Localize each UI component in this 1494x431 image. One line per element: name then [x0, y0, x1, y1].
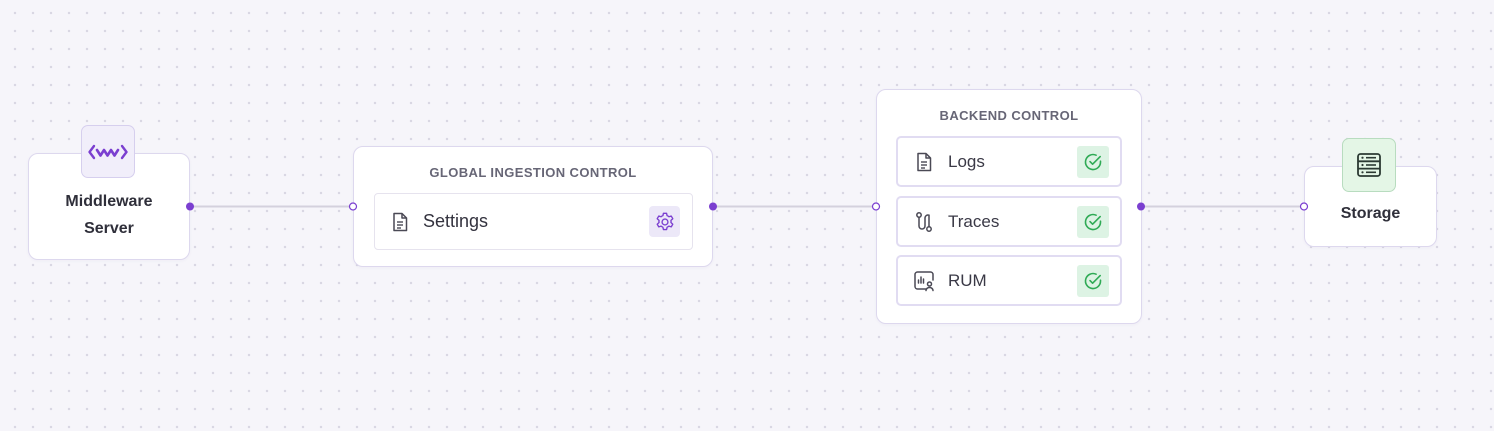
gear-icon[interactable] — [649, 206, 680, 237]
middleware-server-label: Middleware Server — [28, 188, 190, 242]
global-ingestion-title: GLOBAL INGESTION CONTROL — [429, 165, 637, 180]
backend-output-handle[interactable] — [1137, 202, 1145, 211]
storage-input-handle[interactable] — [1299, 202, 1309, 211]
backend-control-title: BACKEND CONTROL — [939, 108, 1079, 123]
check-circle-icon — [1077, 264, 1109, 297]
document-icon — [389, 211, 411, 233]
backend-item-label: Logs — [948, 151, 985, 171]
middleware-logo-icon — [81, 125, 135, 178]
storage-label: Storage — [1340, 205, 1401, 222]
storage-node[interactable] — [1304, 166, 1437, 247]
backend-item-label: Traces — [948, 211, 1000, 231]
backend-item-logs[interactable]: Logs — [896, 136, 1122, 187]
source-label-line2: Server — [84, 220, 134, 237]
backend-input-handle[interactable] — [871, 202, 881, 211]
check-circle-icon — [1077, 145, 1109, 178]
global-input-handle[interactable] — [348, 202, 358, 211]
route-icon — [913, 211, 935, 233]
backend-item-traces[interactable]: Traces — [896, 196, 1122, 247]
rum-monitor-icon — [913, 270, 935, 292]
source-label-line1: Middleware — [65, 193, 153, 210]
check-circle-icon — [1077, 205, 1109, 238]
global-ingestion-control-node: GLOBAL INGESTION CONTROL Settings — [353, 146, 713, 267]
backend-item-label: RUM — [948, 270, 987, 290]
backend-item-rum[interactable]: RUM — [896, 255, 1122, 306]
backend-control-node: BACKEND CONTROL Logs — [876, 89, 1142, 324]
settings-row[interactable]: Settings — [374, 193, 693, 250]
source-output-handle[interactable] — [186, 202, 194, 211]
document-icon — [913, 151, 935, 173]
server-storage-icon — [1342, 138, 1396, 192]
global-output-handle[interactable] — [709, 202, 717, 211]
settings-label: Settings — [423, 211, 489, 231]
